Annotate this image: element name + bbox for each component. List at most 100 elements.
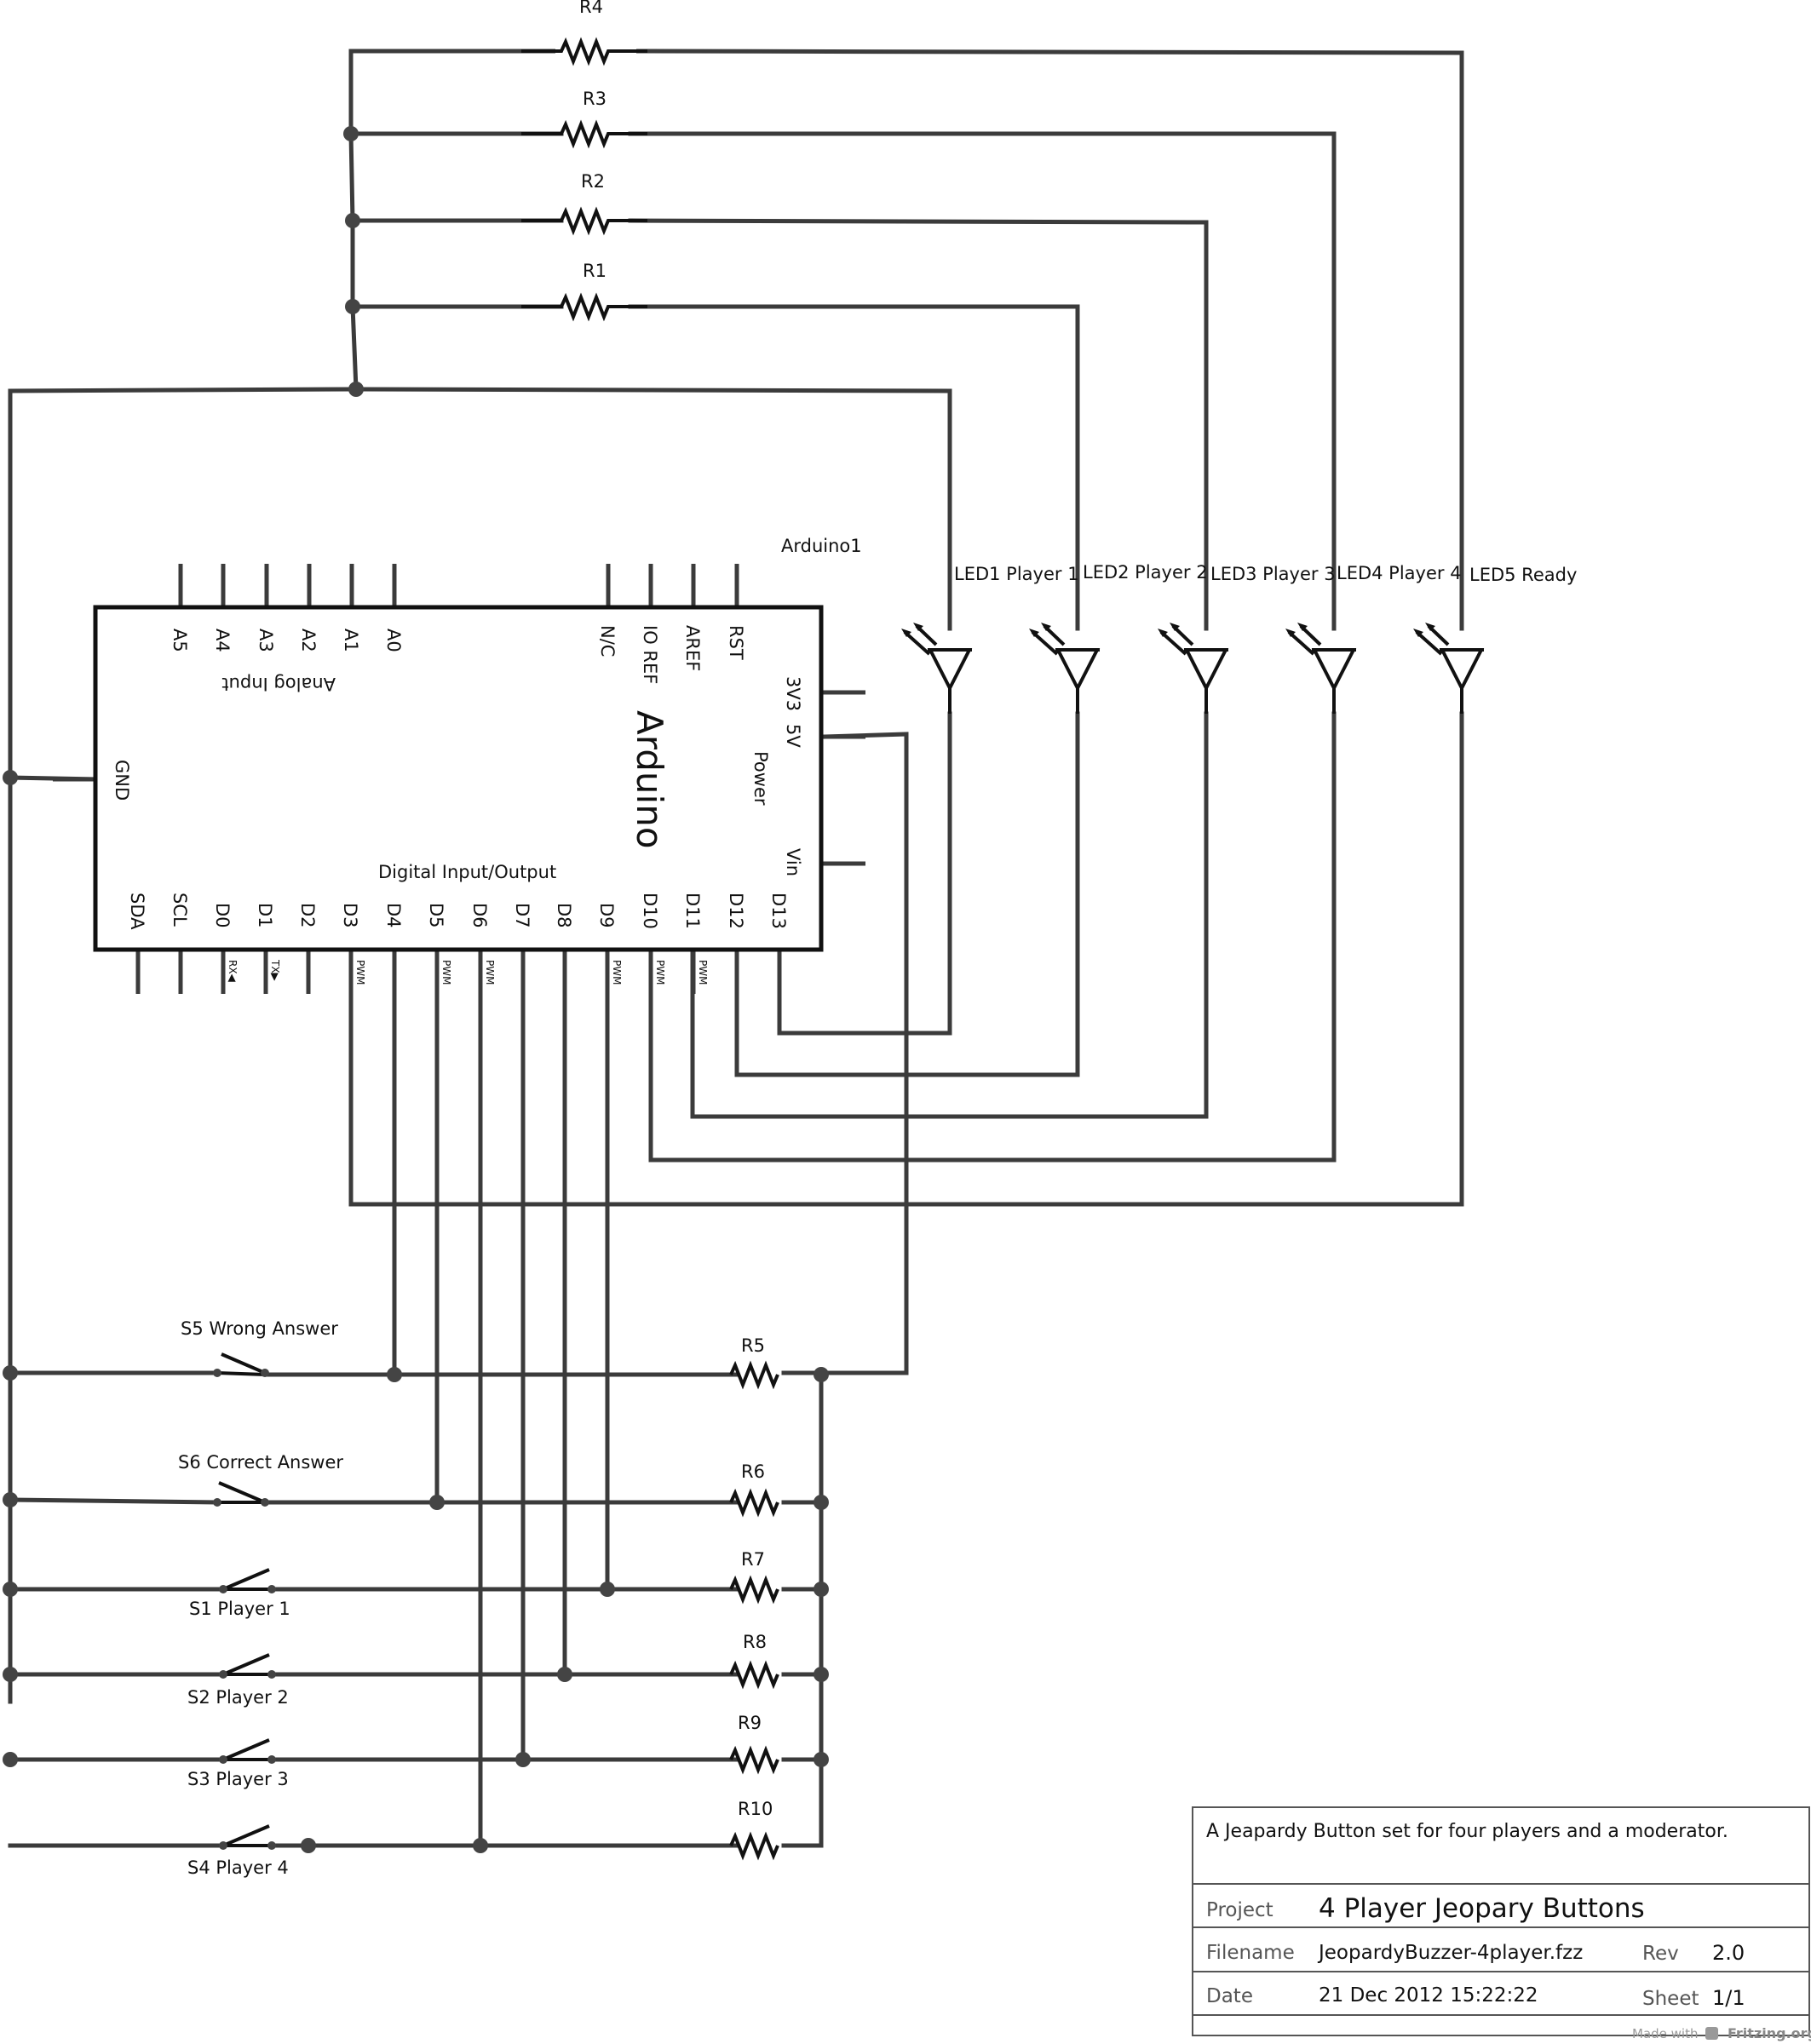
resistor-r5: R5 bbox=[729, 1335, 779, 1390]
switch-s4: S4 Player 4 bbox=[187, 1824, 289, 1878]
resistor-r10: R10 bbox=[729, 1799, 779, 1861]
svg-text:A1: A1 bbox=[341, 629, 361, 652]
digital-io-label: Digital Input/Output bbox=[378, 862, 556, 882]
svg-text:PWM: PWM bbox=[697, 960, 709, 985]
svg-text:IO REF: IO REF bbox=[640, 625, 660, 684]
pin-gnd-label: GND bbox=[112, 760, 132, 801]
resistor-r4: R4 bbox=[521, 0, 647, 66]
switch-s5: S5 Wrong Answer bbox=[181, 1318, 338, 1377]
svg-text:D12: D12 bbox=[726, 893, 746, 929]
svg-text:R3: R3 bbox=[583, 89, 607, 109]
resistor-r1: R1 bbox=[521, 261, 647, 322]
project-label: Project bbox=[1206, 1899, 1273, 1921]
arduino-name: Arduino bbox=[629, 710, 670, 849]
svg-text:D2: D2 bbox=[297, 903, 318, 928]
svg-text:A3: A3 bbox=[256, 629, 276, 652]
svg-text:A5: A5 bbox=[170, 629, 190, 652]
analog-input-label: Analog Input bbox=[221, 674, 336, 694]
svg-text:D4: D4 bbox=[383, 903, 404, 928]
svg-text:S2 Player 2: S2 Player 2 bbox=[187, 1687, 289, 1708]
svg-text:D6: D6 bbox=[469, 903, 490, 928]
title-description: A Jeapardy Button set for four players a… bbox=[1206, 1821, 1728, 1842]
svg-text:D10: D10 bbox=[640, 893, 660, 929]
svg-text:S4 Player 4: S4 Player 4 bbox=[187, 1857, 289, 1878]
svg-text:D3: D3 bbox=[340, 903, 360, 928]
svg-text:A2: A2 bbox=[298, 629, 319, 652]
svg-text:PWM: PWM bbox=[654, 960, 666, 985]
filename-label: Filename bbox=[1206, 1942, 1295, 1964]
svg-text:D8: D8 bbox=[554, 903, 574, 928]
led-led4: LED4 Player 4 bbox=[1285, 563, 1462, 714]
resistor-r6: R6 bbox=[729, 1461, 779, 1518]
svg-text:D7: D7 bbox=[512, 903, 532, 928]
svg-text:D5: D5 bbox=[426, 903, 446, 928]
made-with-text: Made with bbox=[1632, 2026, 1698, 2041]
date-label: Date bbox=[1206, 1985, 1253, 2007]
svg-text:RST: RST bbox=[726, 625, 746, 660]
svg-text:R9: R9 bbox=[738, 1713, 762, 1733]
leds: LED1 Player 1 LED2 Player 2 LED3 Player … bbox=[901, 562, 1577, 714]
svg-text:R1: R1 bbox=[583, 261, 607, 281]
svg-text:R4: R4 bbox=[579, 0, 603, 17]
arduino-pin-marks: RX◀ TX▶ PWM PWM PWM PWM PWM PWM bbox=[227, 959, 709, 985]
svg-text:R10: R10 bbox=[738, 1799, 773, 1819]
svg-text:PWM: PWM bbox=[611, 960, 623, 985]
svg-text:R6: R6 bbox=[741, 1461, 765, 1482]
switch-s6: S6 Correct Answer bbox=[178, 1452, 343, 1507]
arduino-bottom-pin-labels: SDA SCL D0 D1 D2 D3 D4 D5 D6 D7 D8 D9 D1… bbox=[127, 893, 789, 930]
fritzing-logo-icon bbox=[1705, 2027, 1718, 2040]
svg-text:LED2 Player 2: LED2 Player 2 bbox=[1083, 562, 1208, 583]
filename-value: JeopardyBuzzer-4player.fzz bbox=[1317, 1942, 1583, 1964]
power-section-label: Power bbox=[750, 751, 771, 806]
svg-text:A4: A4 bbox=[212, 629, 233, 652]
svg-text:PWM: PWM bbox=[440, 960, 452, 985]
svg-text:D11: D11 bbox=[682, 893, 703, 929]
svg-text:SCL: SCL bbox=[170, 893, 190, 927]
pin-vin-label: Vin bbox=[783, 848, 803, 876]
svg-text:A0: A0 bbox=[383, 629, 404, 652]
svg-text:D9: D9 bbox=[596, 903, 617, 928]
switch-s2: S2 Player 2 bbox=[187, 1653, 289, 1708]
arduino-top-pin-labels: A5 A4 A3 A2 A1 A0 N/C IO REF AREF RST bbox=[170, 625, 746, 684]
svg-text:TX▶: TX▶ bbox=[269, 959, 281, 982]
svg-text:R5: R5 bbox=[741, 1335, 765, 1356]
svg-text:S6 Correct Answer: S6 Correct Answer bbox=[178, 1452, 343, 1473]
led-led2: LED2 Player 2 bbox=[1029, 562, 1208, 714]
svg-text:LED1 Player 1: LED1 Player 1 bbox=[954, 564, 1079, 584]
svg-text:S5 Wrong Answer: S5 Wrong Answer bbox=[181, 1318, 338, 1339]
switches: S5 Wrong Answer S6 Correct Answer S1 Pla… bbox=[178, 1318, 343, 1878]
svg-text:PWM: PWM bbox=[484, 960, 496, 985]
sheet-label: Sheet bbox=[1642, 1988, 1699, 2010]
svg-text:LED5 Ready: LED5 Ready bbox=[1469, 565, 1577, 585]
arduino-body bbox=[93, 605, 824, 952]
svg-text:D1: D1 bbox=[255, 903, 275, 928]
svg-text:D13: D13 bbox=[768, 893, 789, 929]
svg-text:N/C: N/C bbox=[597, 625, 618, 657]
svg-text:R2: R2 bbox=[581, 171, 605, 192]
arduino-part: Arduino1 bbox=[53, 536, 865, 994]
svg-text:S1 Player 1: S1 Player 1 bbox=[189, 1599, 290, 1619]
svg-text:LED3 Player 3: LED3 Player 3 bbox=[1210, 564, 1336, 584]
fritzing-brand: Fritzing.org bbox=[1728, 2025, 1811, 2041]
svg-text:D0: D0 bbox=[212, 903, 233, 928]
arduino-bottom-pin-stubs bbox=[135, 950, 782, 994]
resistor-r7: R7 bbox=[729, 1549, 779, 1605]
pin-3v3-label: 3V3 bbox=[783, 676, 803, 711]
resistor-r9: R9 bbox=[729, 1713, 779, 1775]
svg-text:SDA: SDA bbox=[127, 893, 147, 930]
date-value: 21 Dec 2012 15:22:22 bbox=[1319, 1984, 1538, 2007]
sheet-value: 1/1 bbox=[1712, 1986, 1745, 2010]
led-led3: LED3 Player 3 bbox=[1158, 564, 1336, 714]
arduino-top-pin-stubs bbox=[178, 564, 739, 607]
fritzing-footer: Made with Fritzing.org bbox=[1632, 2025, 1811, 2041]
switch-s3: S3 Player 3 bbox=[187, 1738, 289, 1789]
resistor-r2: R2 bbox=[521, 171, 647, 236]
arduino-ref-label: Arduino1 bbox=[781, 536, 862, 556]
svg-text:R7: R7 bbox=[741, 1549, 765, 1570]
resistor-r3: R3 bbox=[521, 89, 647, 149]
led-led5: LED5 Ready bbox=[1413, 565, 1577, 714]
led-led1: LED1 Player 1 bbox=[901, 564, 1079, 714]
svg-text:AREF: AREF bbox=[682, 625, 703, 671]
svg-text:R8: R8 bbox=[743, 1632, 767, 1652]
